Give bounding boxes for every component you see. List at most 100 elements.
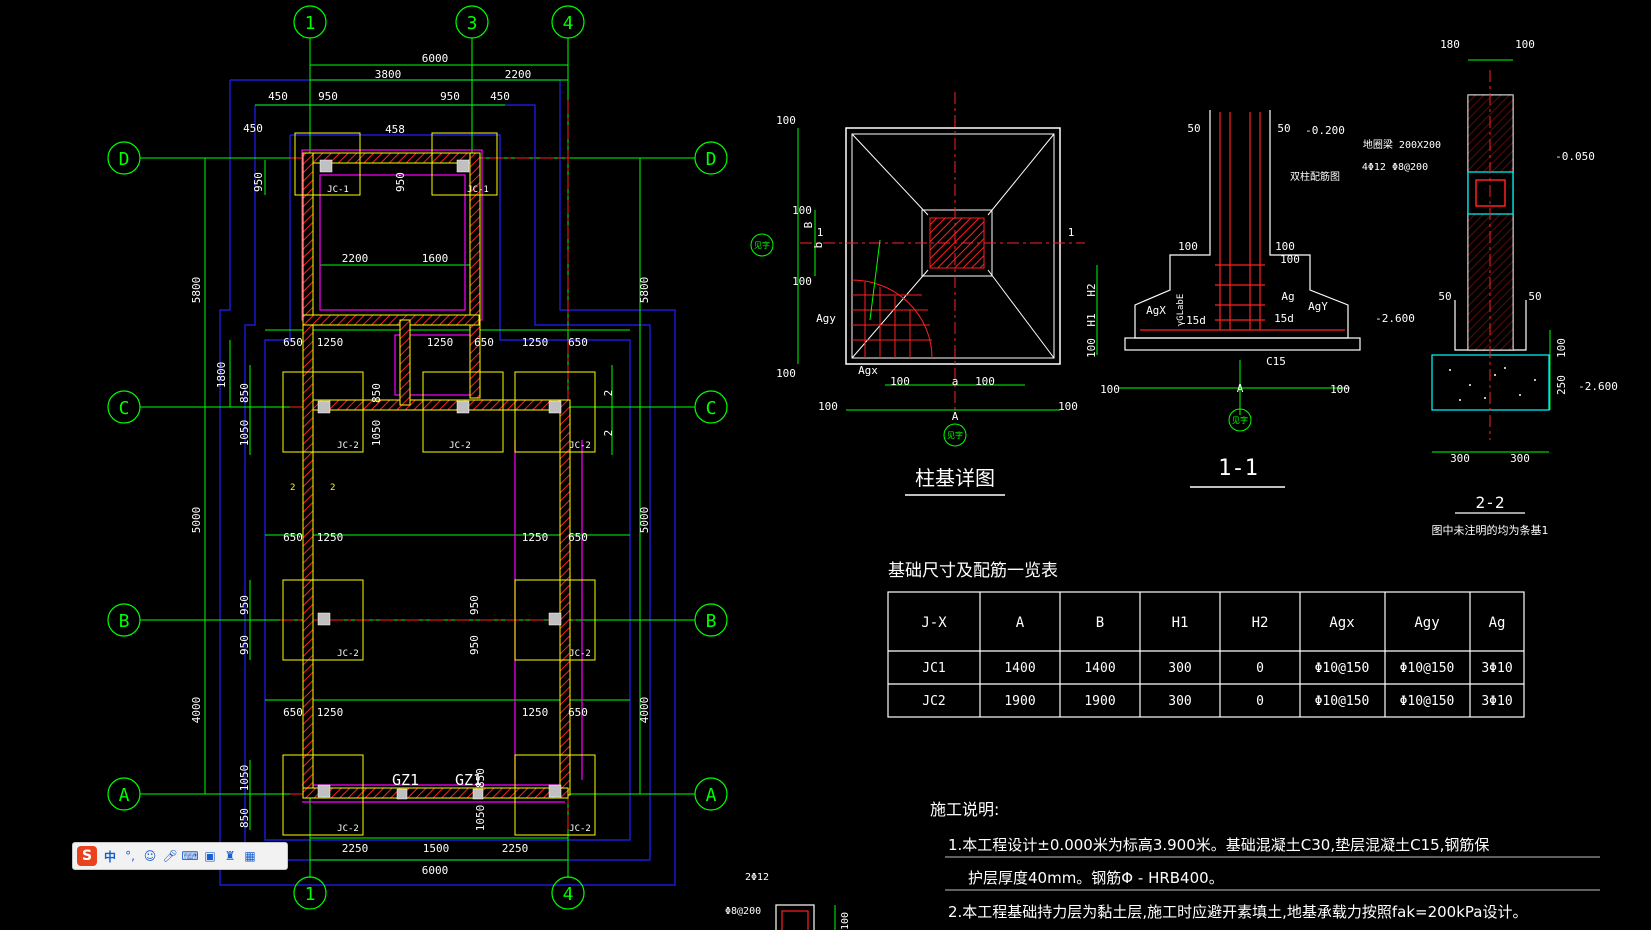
dim-text: 950 [252, 172, 265, 192]
table-header: Agx [1329, 615, 1354, 631]
axis-label: 1 [305, 884, 316, 905]
dim-text: 458 [385, 123, 405, 136]
outline-lines [219, 79, 676, 886]
dim-text: 5800 [190, 277, 203, 304]
dim-text: 2250 [502, 842, 529, 855]
axis-label: B [706, 611, 717, 632]
dim-text: 250 [1555, 375, 1568, 395]
dim-text: 100 [818, 400, 838, 413]
emoji-icon[interactable]: ☺ [143, 849, 157, 863]
dim-text: 100 [1515, 38, 1535, 51]
detail-label: Agy [816, 312, 836, 325]
dim-text: A [952, 410, 959, 423]
mic-icon[interactable]: 🎤︎ [162, 849, 178, 863]
elevation: -0.200 [1305, 124, 1345, 137]
sogou-logo-icon[interactable]: S [77, 846, 97, 866]
footing-label: JC-1 [467, 185, 489, 195]
footing-label: JC-2 [569, 824, 591, 834]
dim-text: 850 [238, 383, 251, 403]
table-header: Agy [1414, 615, 1439, 631]
axis-label: D [119, 149, 130, 170]
detail-label: Ag [1281, 290, 1294, 303]
table-cell: JC1 [922, 661, 945, 676]
axis-label: B [119, 611, 130, 632]
dim-text: 100 [1178, 240, 1198, 253]
dim-text: 1250 [522, 706, 549, 719]
dim-text: 100 [792, 204, 812, 217]
detail-label: 地圈梁 200X200 [1363, 138, 1441, 151]
section-1-1: 50 50 -0.200 双柱配筋图 100 100 100 H2 H1 100… [1085, 110, 1415, 488]
table-cell: 1900 [1084, 694, 1115, 709]
section-title: 2-2 [1476, 493, 1505, 512]
dim-text: 100 [776, 114, 796, 127]
axis-label: 4 [563, 13, 574, 34]
axis-label: C [119, 398, 130, 419]
detail-label: 2Φ12 [745, 872, 769, 883]
dim-text: 6000 [422, 52, 449, 65]
footing-label: JC-2 [569, 441, 591, 451]
small-detail: 2Φ12 Φ8@200 100 [725, 872, 851, 930]
dim-text: 950 [440, 90, 460, 103]
keyboard-icon[interactable]: ⌨ [181, 849, 199, 863]
dim-text: 100 [792, 275, 812, 288]
dim-text: 850 [370, 383, 383, 403]
dim-text: 950 [318, 90, 338, 103]
grid-icon[interactable]: ▦ [244, 849, 256, 863]
axis-label: 4 [563, 884, 574, 905]
table-cell: Φ10@150 [1400, 694, 1455, 709]
detail-label: 15d [1186, 314, 1206, 327]
dim-text: 100 [1330, 383, 1350, 396]
dim-text: 5000 [190, 507, 203, 534]
dim-text: 950 [238, 635, 251, 655]
dim-text: 2 [602, 430, 615, 437]
dim-text: 180 [1440, 38, 1460, 51]
table-cell: 1400 [1004, 661, 1035, 676]
walls [302, 152, 571, 799]
section-mark: 1 [1068, 226, 1075, 239]
lang-toggle[interactable]: 中 [103, 849, 116, 864]
notes-line: 1.本工程设计±0.000米为标高3.900米。基础混凝土C30,垫层混凝土C1… [948, 836, 1489, 854]
detail-label: γGLabE [1176, 294, 1186, 327]
bubble-label: 见字 [754, 240, 770, 250]
dim-text: 1050 [238, 765, 251, 792]
dim-text: 1250 [317, 531, 344, 544]
notes-line: 护层厚度40mm。钢筋Φ - HRB400。 [968, 869, 1224, 887]
dim-text: 100 [1058, 400, 1078, 413]
detail-label: 4Φ12 Φ8@200 [1362, 162, 1428, 173]
dim-text: 450 [243, 122, 263, 135]
elevation: -2.600 [1375, 312, 1415, 325]
table-cell: Φ10@150 [1315, 661, 1370, 676]
dim-text: 1800 [215, 362, 228, 389]
footing-label: JC-2 [337, 824, 359, 834]
dim-text: 100 [776, 367, 796, 380]
dim-text: 100 [1555, 338, 1568, 358]
table-cell: Φ10@150 [1400, 661, 1455, 676]
dim-text: 50 [1438, 290, 1451, 303]
dim-text: 1050 [474, 805, 487, 832]
dim-text: b [812, 242, 825, 249]
dim-text: 650 [283, 531, 303, 544]
footing-label: JC-1 [327, 185, 349, 195]
dim-text: 2200 [505, 68, 532, 81]
section-note: 图中未注明的均为条基1 [1432, 523, 1549, 537]
column-label: GZ1 [392, 771, 419, 789]
bubble-label: 见字 [1232, 415, 1248, 425]
dim-text: 100 [890, 375, 910, 388]
construction-notes: 施工说明: 1.本工程设计±0.000米为标高3.900米。基础混凝土C30,垫… [930, 800, 1600, 921]
footing-label: JC-2 [569, 649, 591, 659]
dim-text: a [952, 375, 959, 388]
detail-title: 柱基详图 [915, 466, 995, 490]
wall-tag: 2 [330, 483, 335, 493]
table-cell: Φ10@150 [1315, 694, 1370, 709]
dim-text: 650 [568, 706, 588, 719]
punct-toggle[interactable]: °, [125, 849, 135, 863]
shirt-icon[interactable]: ♜ [224, 849, 236, 863]
ime-toolbar[interactable]: S 中 °, ☺ 🎤︎ ⌨ ▣ ♜ ▦ [72, 842, 288, 870]
dim-text: 1500 [423, 842, 450, 855]
dim-text: 50 [1187, 122, 1200, 135]
dim-text: A [1237, 382, 1244, 395]
dim-text: 6000 [422, 864, 449, 877]
toolbox-icon[interactable]: ▣ [204, 849, 216, 863]
elevation: -2.600 [1578, 380, 1618, 393]
dim-text: 100 [1100, 383, 1120, 396]
